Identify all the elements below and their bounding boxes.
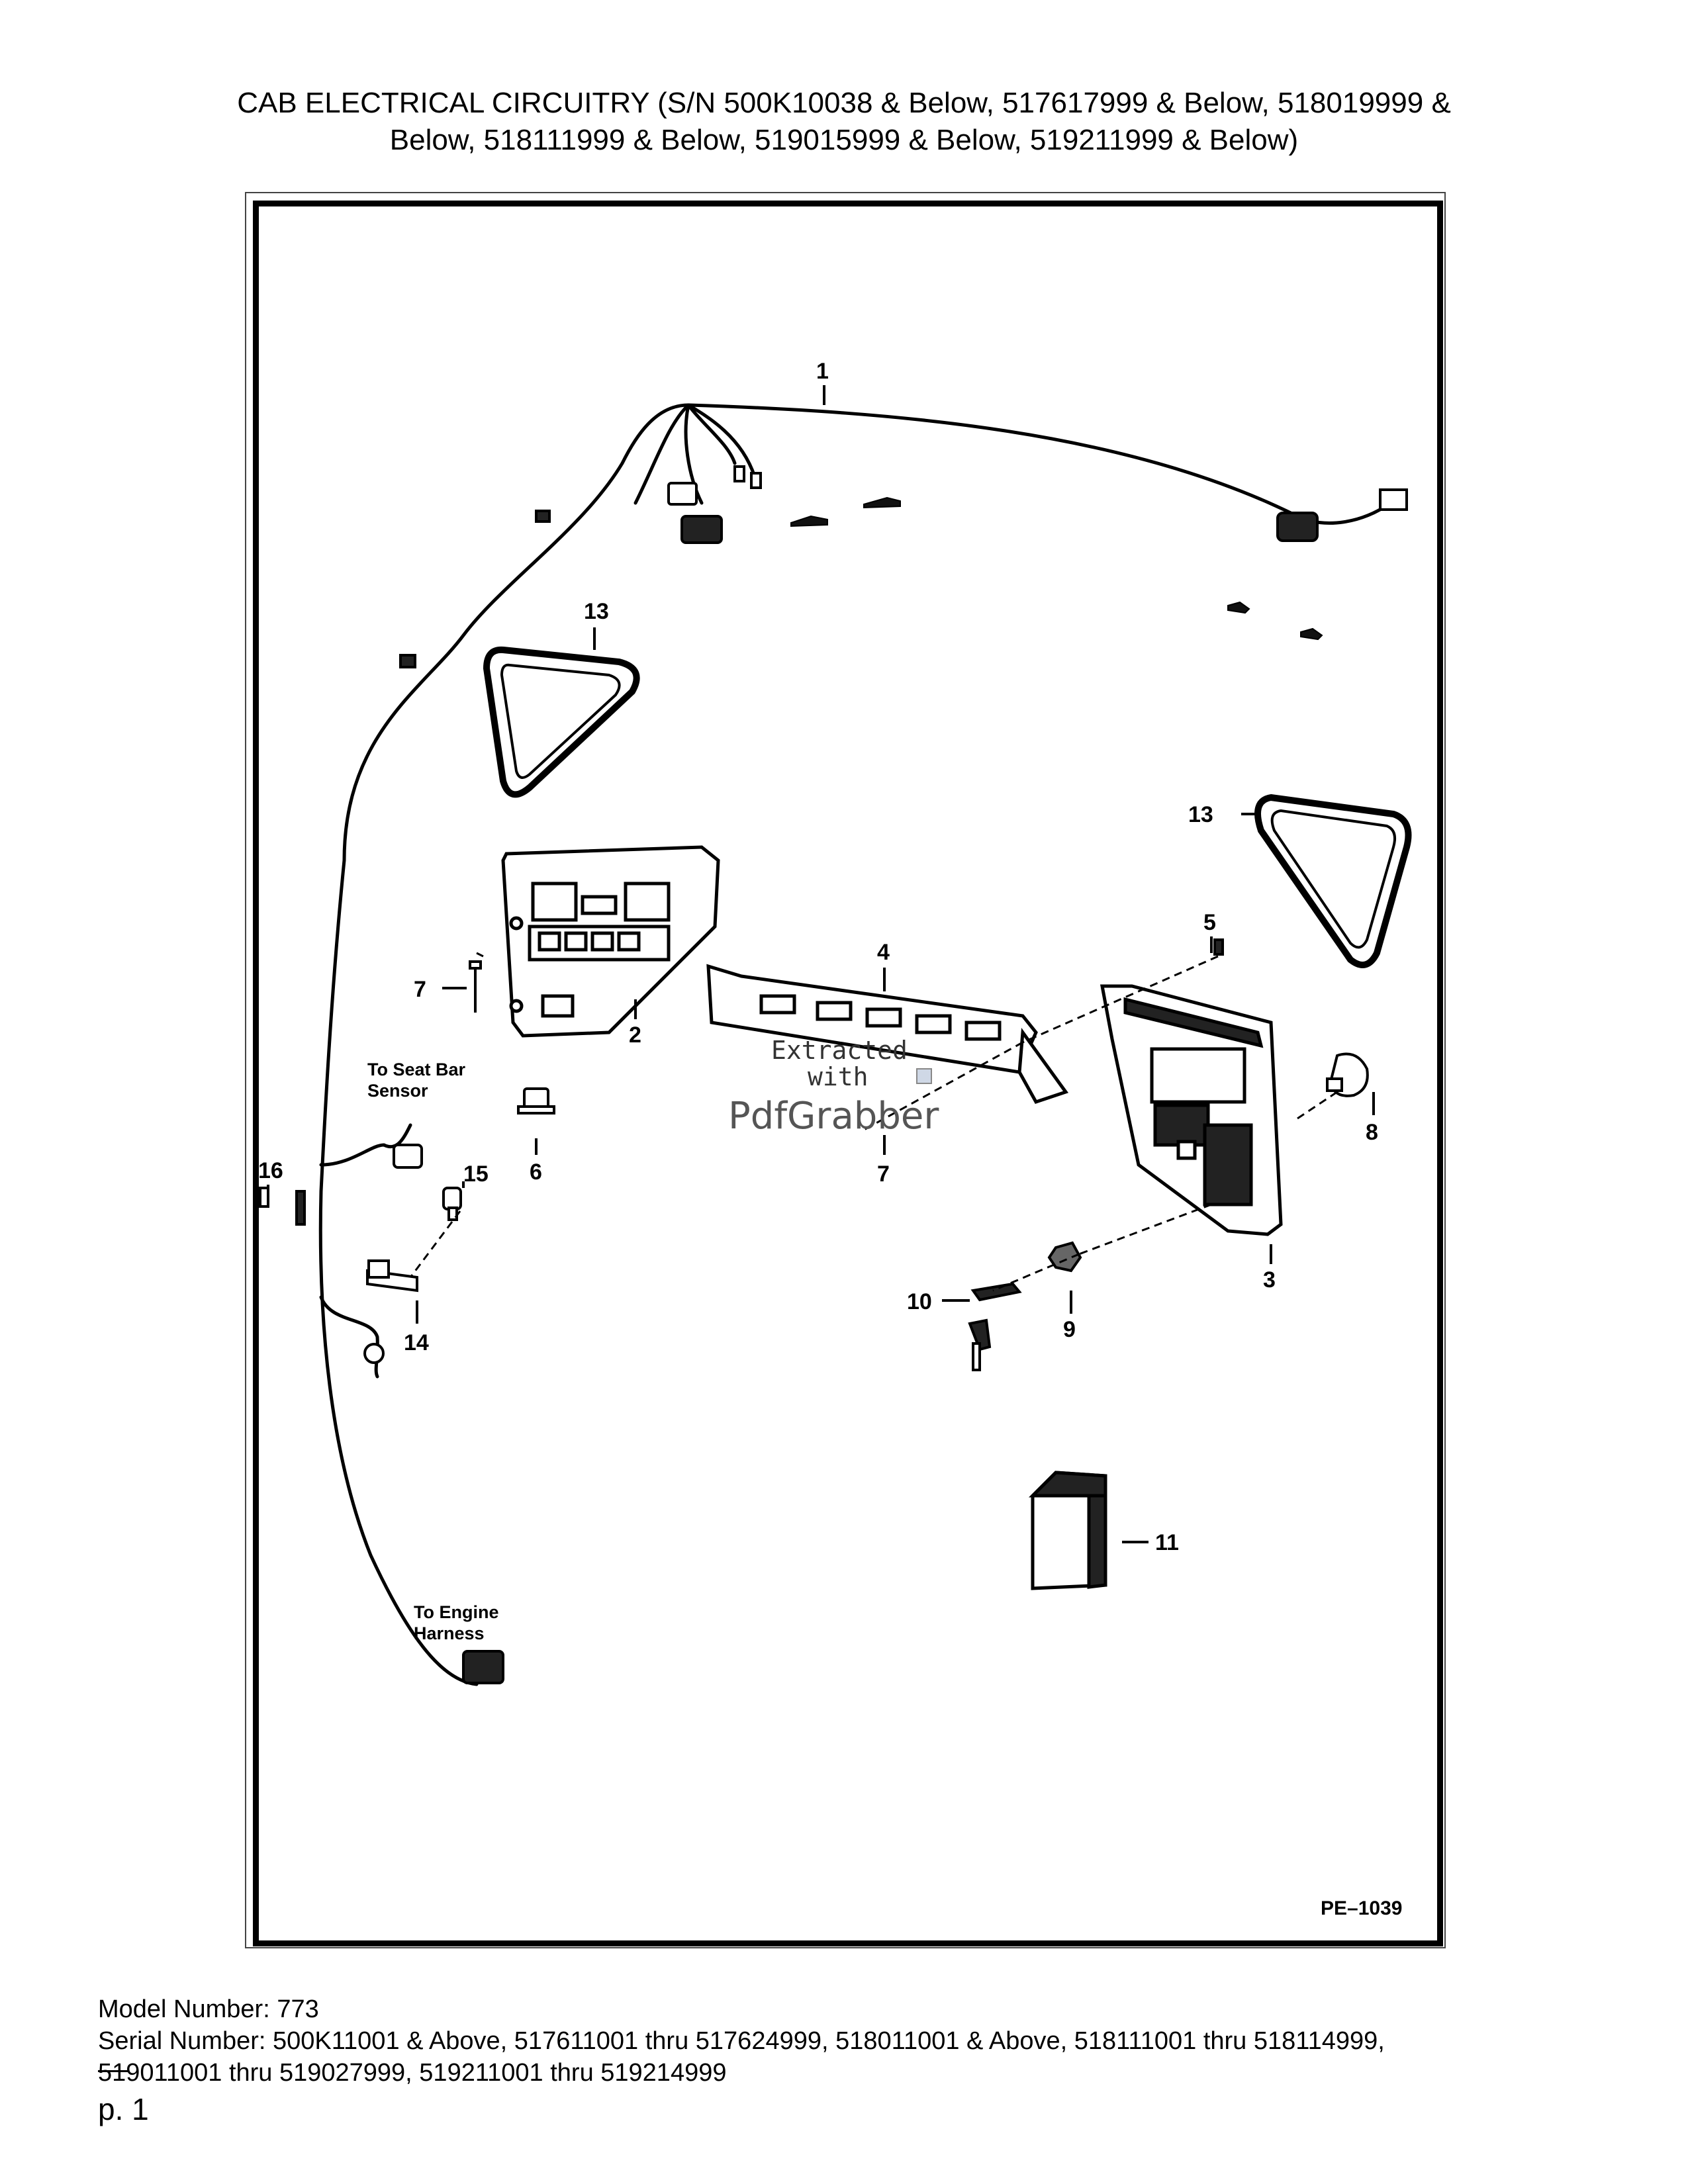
pdfgrabber-watermark: Extracted with PdfGrabber	[728, 1036, 939, 1138]
small-parts	[259, 938, 1369, 1371]
loose-clips	[790, 496, 1323, 641]
model-number: Model Number: 773	[98, 1995, 319, 2023]
callout-13-right: 13	[1188, 802, 1213, 827]
callout-11: 11	[1155, 1530, 1179, 1555]
harness-connectors	[393, 465, 1408, 1684]
callout-16: 16	[258, 1158, 283, 1183]
callout-13-left: 13	[584, 599, 609, 624]
relay-box	[1028, 1471, 1107, 1590]
right-instrument-panel	[1100, 984, 1283, 1236]
callout-6: 6	[530, 1160, 542, 1185]
callout-4: 4	[877, 940, 890, 965]
window-seal-right	[1254, 794, 1412, 968]
title-line-1: CAB ELECTRICAL CIRCUITRY (S/N 500K10038 …	[237, 87, 1451, 119]
dashed-assembly-lines	[409, 952, 1338, 1292]
watermark-brand: PdfGrabber	[728, 1095, 939, 1138]
watermark-logo-icon	[916, 1068, 932, 1084]
left-instrument-panel	[501, 845, 720, 1038]
watermark-line-1: Extracted	[771, 1036, 908, 1065]
callout-1: 1	[816, 359, 829, 384]
callout-10: 10	[907, 1289, 932, 1314]
serial-number-line-1: Serial Number: 500K11001 & Above, 517611…	[98, 2027, 1385, 2055]
callout-14: 14	[404, 1330, 429, 1355]
screw-7-left	[469, 960, 482, 1013]
note-engine-harness-line-1: To Engine	[414, 1602, 499, 1622]
document-footer: Model Number: 773 Serial Number: 500K110…	[98, 1993, 1385, 2089]
page-title: CAB ELECTRICAL CIRCUITRY (S/N 500K10038 …	[79, 85, 1609, 159]
callout-9: 9	[1063, 1317, 1076, 1342]
callout-8: 8	[1366, 1120, 1378, 1145]
callout-7-left: 7	[414, 977, 426, 1002]
figure-id: PE–1039	[1321, 1897, 1402, 1919]
note-seat-bar-line-1: To Seat Bar	[367, 1060, 466, 1079]
note-engine-harness-line-2: Harness	[414, 1623, 485, 1643]
figure-outer-frame	[245, 192, 1446, 1948]
leader-lines	[267, 385, 1375, 1543]
callout-2: 2	[629, 1023, 641, 1048]
callout-5: 5	[1203, 910, 1216, 935]
serial-number-line-2: 519011001 thru 519027999, 519211001 thru…	[98, 2059, 727, 2087]
callout-15: 15	[463, 1161, 489, 1187]
diagram-notes: To Seat Bar Sensor To Engine Harness	[367, 1060, 499, 1643]
watermark-line-2: with	[808, 1062, 868, 1091]
window-seal-left	[483, 646, 640, 798]
title-line-2: Below, 518111999 & Below, 519015999 & Be…	[389, 124, 1299, 156]
note-seat-bar-line-2: Sensor	[367, 1081, 428, 1101]
figure-inner-frame	[253, 201, 1443, 1946]
callout-3: 3	[1263, 1267, 1276, 1293]
callout-numbers: 1 2 3 4 5 6 7 7 8 9 10 11 13 13 14 15 16	[258, 359, 1378, 1555]
center-panel	[706, 964, 1069, 1105]
callout-7-center: 7	[877, 1161, 890, 1187]
footer-rule	[98, 2070, 128, 2072]
page-number: p. 1	[98, 2092, 149, 2126]
